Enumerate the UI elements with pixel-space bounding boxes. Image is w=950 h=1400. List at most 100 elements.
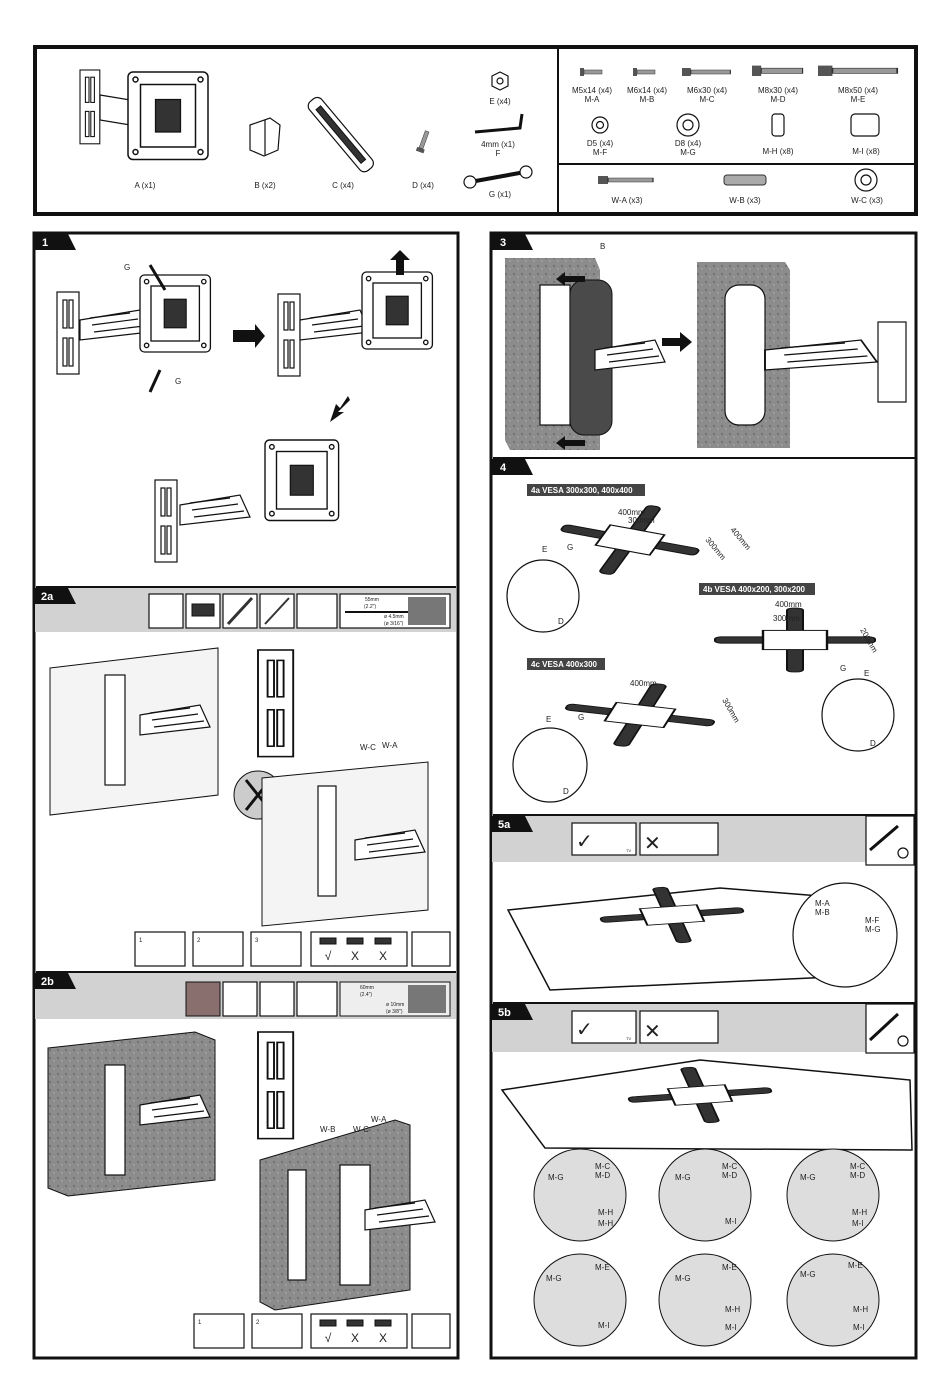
step-5b-number: 5b [498, 1007, 511, 1019]
dim-4a-2: 300mm [628, 516, 655, 525]
label: M-G [800, 1270, 816, 1279]
svg-text:✓: ✓ [576, 1019, 593, 1041]
washer-m-f-size: D5 (x4) [587, 139, 614, 148]
arrow-down-left-icon [330, 396, 350, 422]
part-b-label: B (x2) [254, 181, 276, 190]
step-5b: 5b ✓✕ TV M-C M-D M-G M-H M-H M-C M-D M-G… [492, 1003, 915, 1347]
svg-text:✕: ✕ [644, 1021, 661, 1043]
label: M-C [850, 1162, 865, 1171]
label-w-c: W-C [353, 1125, 369, 1134]
step-2b: 2b 60mm (2.4") ø 10mm (ø 3/8") W-B W-C W… [35, 973, 456, 1349]
drill-depth: 60mm [360, 985, 374, 991]
label-b: B [600, 242, 605, 251]
wrench-label-bottom: G [175, 377, 181, 386]
label: M-I [853, 1323, 865, 1332]
vesa-4b-title: 4b VESA 400x200, 300x200 [703, 585, 806, 594]
substep-1: 1 [139, 938, 143, 944]
washer-m-f-code: M-F [593, 148, 607, 157]
drill-bit: ø 10mm [386, 1002, 404, 1008]
step-5a: 5a ✓✕ TV M-A M-B M-F M-G [492, 815, 915, 1004]
label: M-G [546, 1274, 562, 1283]
dim-4a-1: 400mm [618, 508, 645, 517]
label: M-E [722, 1263, 737, 1272]
label-d: D [558, 617, 564, 626]
washer-m-g-size: D8 (x4) [675, 139, 702, 148]
label: M-C [722, 1162, 737, 1171]
right-column-frame [489, 231, 918, 1360]
drill-bit-inch: (ø 3/8") [386, 1009, 403, 1015]
label-e: E [864, 669, 869, 678]
label: M-H [598, 1219, 613, 1228]
drill-bit: ø 4.5mm [384, 614, 404, 620]
label: M-D [722, 1171, 737, 1180]
drill-depth-inch: (2.2") [364, 604, 376, 610]
check-bad-1: X [351, 1331, 359, 1345]
parts-list: A (x1) B (x2) C (x4) D (x4) E (x4) 4mm (… [33, 45, 918, 216]
label-e: E [546, 715, 551, 724]
screw-m-e-code: M-E [851, 95, 866, 104]
part-d-label: D (x4) [412, 181, 434, 190]
detail-circle-6: M-E M-G M-H M-I [786, 1253, 880, 1347]
label-w-a: W-A [371, 1115, 387, 1124]
label-m-b: M-B [815, 908, 830, 917]
part-g-wrench [463, 165, 533, 189]
screw-m-c-code: M-C [699, 95, 714, 104]
label: M-I [725, 1217, 737, 1226]
check-bad-2: X [379, 949, 387, 963]
label: M-G [548, 1173, 564, 1182]
part-c-label: C (x4) [332, 181, 354, 190]
part-f-hex-key [474, 113, 524, 134]
part-a-label: A (x1) [135, 181, 156, 190]
dim-4b-2: 300mm [773, 614, 800, 623]
check-ok: √ [325, 949, 332, 963]
step-5a-number: 5a [498, 819, 511, 831]
tv-label: TV [626, 848, 631, 853]
label: M-H [853, 1305, 868, 1314]
vesa-4c-title: 4c VESA 400x300 [531, 660, 598, 669]
check-bad-2: X [379, 1331, 387, 1345]
step-4: 4 4a VESA 300x300, 400x400 400mm 300mm 3… [492, 459, 915, 816]
dim-4a-4: 400mm [728, 526, 752, 552]
step-3: 3 B [492, 234, 915, 459]
dim-4a-3: 300mm [703, 536, 727, 562]
label: M-E [848, 1261, 863, 1270]
wrench-label-top: G [124, 263, 130, 272]
wall-hardware [597, 168, 878, 192]
drill-depth: 55mm [365, 597, 379, 603]
label: M-D [595, 1171, 610, 1180]
label: M-G [675, 1274, 691, 1283]
label-w-b: W-B [320, 1125, 335, 1134]
detail-circle-1: M-C M-D M-G M-H M-H [533, 1148, 627, 1242]
detail-circle-5: M-E M-G M-H M-I [658, 1253, 752, 1347]
label-e: E [542, 545, 547, 554]
substep-1: 1 [198, 1320, 202, 1326]
label: M-H [725, 1305, 740, 1314]
hardware-washers [591, 113, 880, 137]
step-2a-number: 2a [41, 591, 54, 603]
spacer-m-h-label: M-H (x8) [762, 147, 793, 156]
label-m-a: M-A [815, 899, 830, 908]
label-m-f: M-F [865, 916, 879, 925]
screw-m-e-size: M8x50 (x4) [838, 86, 878, 95]
label: M-G [800, 1173, 816, 1182]
arrow-right-icon [662, 332, 692, 352]
part-b-spacer [249, 117, 281, 157]
concrete-wall [47, 1031, 216, 1197]
part-e-label: E (x4) [489, 97, 511, 106]
screwdriver-icon [865, 815, 915, 866]
label: M-C [595, 1162, 610, 1171]
substeps-row: 1 2 3 √ X X [134, 931, 451, 967]
dim-4c-2: 300mm [720, 697, 741, 725]
label: M-G [675, 1173, 691, 1182]
svg-text:✕: ✕ [644, 833, 661, 855]
label: M-E [595, 1263, 610, 1272]
spacer-m-i-label: M-I (x8) [852, 147, 880, 156]
tools-needed: 55mm (2.2") ø 4.5mm (ø 3/16") [148, 593, 451, 629]
label: M-I [852, 1219, 864, 1228]
label-g: G [578, 713, 584, 722]
svg-text:✓: ✓ [576, 831, 593, 853]
vesa-4a-title: 4a VESA 300x300, 400x400 [531, 486, 633, 495]
dim-4b-1: 400mm [775, 600, 802, 609]
label-w-c: W-C [360, 743, 376, 752]
part-f-size-label: 4mm (x1) [481, 140, 515, 149]
